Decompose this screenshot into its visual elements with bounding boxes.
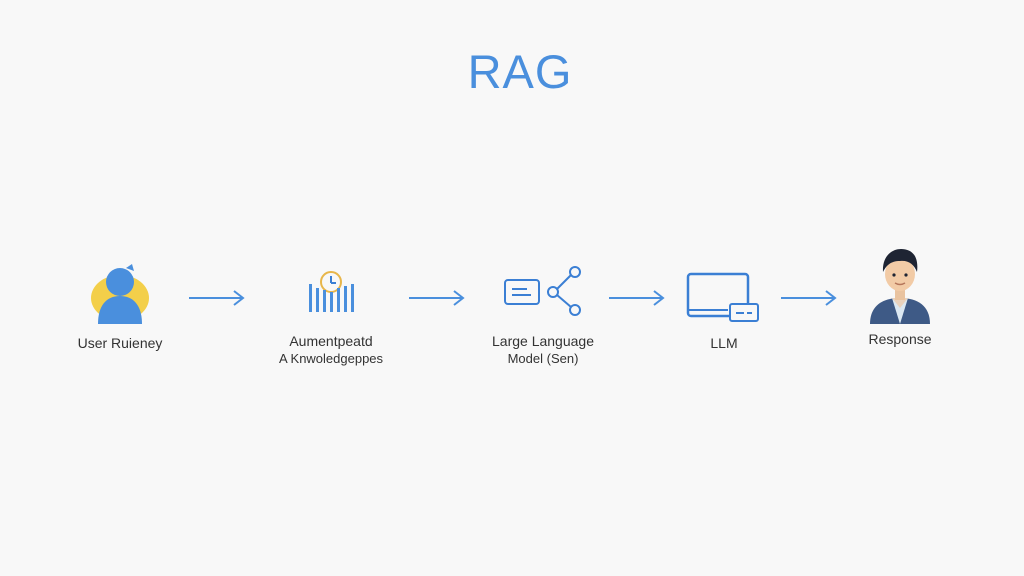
node-language-model-label: Large Language xyxy=(492,333,594,349)
arrow-icon xyxy=(409,290,465,306)
node-response-label: Response xyxy=(868,331,932,347)
person-avatar-icon xyxy=(868,246,932,324)
node-user-label: User Ruieney xyxy=(77,335,163,351)
node-llm: LLM xyxy=(672,272,776,352)
node-knowledge-base-label: Aumentpeatd xyxy=(289,333,373,349)
arrow-icon xyxy=(781,290,837,306)
node-response: Response xyxy=(850,246,950,348)
node-knowledge-base-label-2: A Knwoledgeppes xyxy=(278,351,384,366)
diagram-title: RAG xyxy=(467,45,573,98)
node-language-model: Large Language Model (Sen) xyxy=(478,266,608,368)
network-icon xyxy=(503,266,583,318)
node-knowledge-base: Aumentpeatd A Knwoledgeppes xyxy=(266,268,396,368)
node-language-model-label-2: Model (Sen) xyxy=(507,351,579,366)
node-user: User Ruieney xyxy=(58,262,182,352)
laptop-icon xyxy=(686,272,762,324)
arrow-icon xyxy=(609,290,665,306)
arrow-icon xyxy=(189,290,245,306)
user-icon xyxy=(90,262,150,324)
node-llm-label: LLM xyxy=(710,335,738,351)
knowledge-base-icon xyxy=(305,268,357,316)
